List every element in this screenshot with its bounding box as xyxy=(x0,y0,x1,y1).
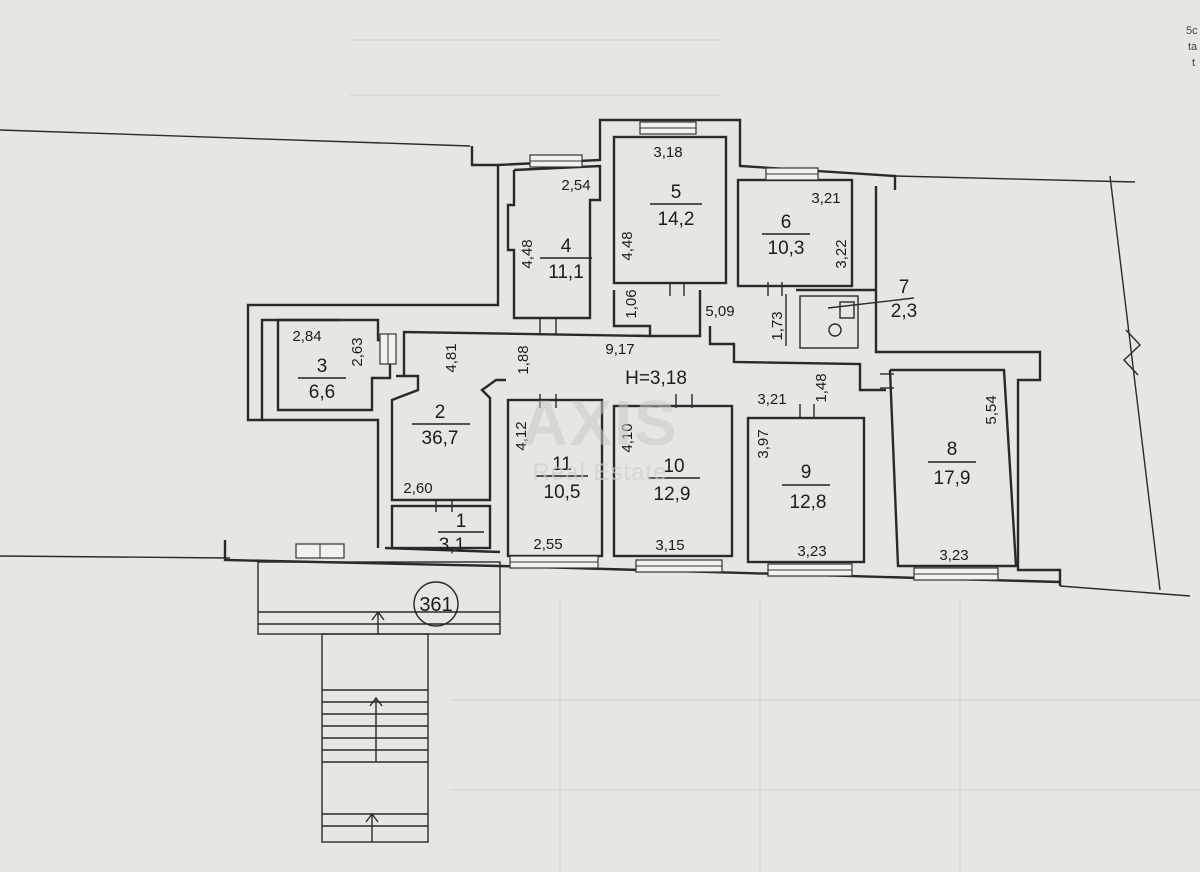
room-number: 6 xyxy=(781,212,792,233)
room-8-outline xyxy=(888,368,1018,568)
dimension-label: 2,55 xyxy=(533,536,562,553)
room-area: 14,2 xyxy=(658,209,695,230)
dimension-label: 1,06 xyxy=(623,289,640,318)
dimension-label: 4,12 xyxy=(513,421,530,450)
room-labels: 1 3,1 2 36,7 3 6,6 4 11,1 5 14,2 6 10,3 … xyxy=(298,182,976,556)
dimension-label: 2,84 xyxy=(292,328,321,345)
dimension-label: 5,54 xyxy=(983,395,1000,424)
dimension-label: 9,17 xyxy=(605,341,634,358)
dimension-label: 2,63 xyxy=(349,337,366,366)
room-area: 10,5 xyxy=(544,482,581,503)
dimension-label: 2,54 xyxy=(561,177,590,194)
corner-text: ta xyxy=(1188,41,1198,53)
ceiling-height-label: H=3,18 xyxy=(625,368,687,389)
dimension-label: 1,48 xyxy=(813,373,830,402)
room-3-outline xyxy=(276,318,392,412)
plot-number: 361 xyxy=(419,594,452,616)
room-area: 2,3 xyxy=(891,301,917,322)
window-room-3 xyxy=(379,333,397,365)
room-number: 11 xyxy=(552,454,572,475)
window-room-4 xyxy=(529,154,583,168)
room-9-outline xyxy=(746,416,866,564)
dimension-labels: 2,84 2,63 2,54 4,48 3,18 4,48 3,21 3,22 … xyxy=(292,144,1000,564)
room-number: 10 xyxy=(663,456,684,477)
room-area: 10,3 xyxy=(768,238,805,259)
window-room-11 xyxy=(509,555,599,569)
room-1-outline xyxy=(390,504,492,550)
room-area: 12,8 xyxy=(790,492,827,513)
room-number: 4 xyxy=(561,236,572,257)
dimension-label: 2,60 xyxy=(403,480,432,497)
window-room-9 xyxy=(767,563,853,577)
room-number: 8 xyxy=(947,439,958,460)
room-area: 11,1 xyxy=(548,262,584,283)
watermark-brand: AXIS xyxy=(521,387,678,459)
dimension-label: 3,18 xyxy=(653,144,682,161)
dimension-label: 4,81 xyxy=(443,343,460,372)
paper-ghost-lines xyxy=(350,39,1200,872)
plot-number-circle xyxy=(413,581,459,627)
window-room-5 xyxy=(639,121,697,135)
room-4-outline xyxy=(506,164,602,320)
watermark-subtitle: Real Estate xyxy=(532,459,667,486)
windows xyxy=(295,121,999,581)
dimension-label: 3,22 xyxy=(833,239,850,268)
sink-icon xyxy=(839,301,855,319)
room-number: 5 xyxy=(671,182,682,203)
room-area: 36,7 xyxy=(422,428,459,449)
corner-text: 5c xyxy=(1186,25,1198,37)
up-arrow-icon xyxy=(365,812,379,842)
room-area: 12,9 xyxy=(654,484,691,505)
dimension-label: 3,21 xyxy=(757,391,786,408)
room-10-outline xyxy=(612,404,734,558)
room-area: 17,9 xyxy=(934,468,971,489)
window-room-8 xyxy=(913,567,999,581)
window-room-6 xyxy=(765,167,819,181)
site-boundary xyxy=(0,129,1191,597)
room-area: 3,1 xyxy=(439,535,465,556)
dimension-label: 4,10 xyxy=(619,423,636,452)
dimension-label: 1,73 xyxy=(769,311,786,340)
dimension-label: 3,21 xyxy=(811,190,840,207)
toilet-icon xyxy=(828,323,842,337)
dimension-label: 4,48 xyxy=(619,231,636,260)
room-2-outline xyxy=(390,374,506,502)
break-symbol xyxy=(1123,329,1141,376)
dimension-label: 3,97 xyxy=(755,429,772,458)
room-number: 3 xyxy=(317,356,328,377)
room-number: 7 xyxy=(899,277,910,298)
dimension-label: 1,88 xyxy=(515,345,532,374)
watermark: AXIS Real Estate xyxy=(521,387,678,486)
entrance-stairs: 361 xyxy=(257,561,501,843)
room-area: 6,6 xyxy=(309,382,335,403)
window-room-10 xyxy=(635,559,723,573)
dimension-label: 5,09 xyxy=(705,303,734,320)
corner-fragment: 5c ta t xyxy=(1186,25,1198,69)
wc-room-7 xyxy=(799,295,859,349)
dimension-label: 4,48 xyxy=(519,239,536,268)
corner-text: t xyxy=(1192,57,1195,69)
door-marks xyxy=(435,282,894,512)
room-number: 1 xyxy=(456,511,467,532)
dimension-label: 3,23 xyxy=(797,543,826,560)
window-entrance xyxy=(295,543,345,559)
dimension-label: 3,23 xyxy=(939,547,968,564)
room-number: 2 xyxy=(435,402,446,423)
up-arrow-icon xyxy=(371,610,385,634)
up-arrow-icon xyxy=(369,696,383,762)
dimension-label: 3,15 xyxy=(655,537,684,554)
room-number: 9 xyxy=(801,462,812,483)
